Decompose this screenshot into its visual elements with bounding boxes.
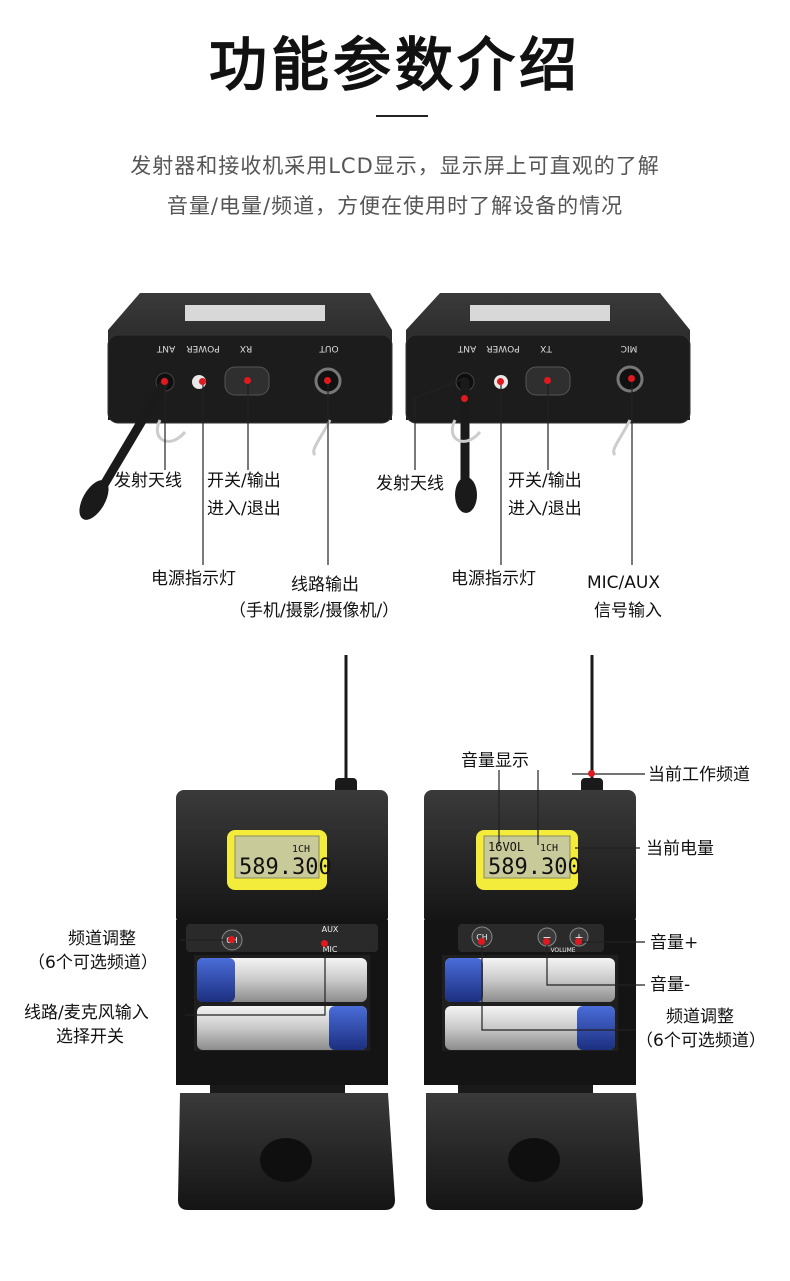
rx-switch-callout-1: 开关/输出	[207, 471, 281, 491]
rx-input-select-callout-1: 线路/麦克风输入	[24, 1003, 149, 1023]
rx-lcd-channel: 1CH	[292, 844, 310, 855]
rx-lcd-frequency: 589.300	[239, 855, 332, 880]
rx-antenna-callout: 发射天线	[114, 471, 182, 491]
tx-switch-callout-2: 进入/退出	[508, 499, 582, 519]
lcd-readouts: 1CH 589.300 16VOL 1CH 589.300	[239, 840, 581, 880]
marker-dot	[497, 378, 504, 385]
rx-mode-label: RX	[240, 343, 252, 353]
rx-input-select-callout-2: 选择开关	[56, 1027, 124, 1047]
tx-mode-label: TX	[540, 343, 553, 353]
tx-current-battery-callout: 当前电量	[646, 839, 714, 859]
tx-volume-down-callout: 音量-	[650, 975, 691, 995]
tx-lcd-frequency: 589.300	[488, 855, 581, 880]
tx-antenna-callout: 发射天线	[376, 474, 444, 494]
rx-power-led-callout: 电源指示灯	[151, 569, 236, 589]
rx-channel-adjust-callout-2: （6个可选频道）	[28, 953, 158, 973]
tx-lcd-volume: 16VOL	[488, 840, 524, 854]
rx-power-label: POWER	[186, 343, 219, 353]
marker-dot	[321, 940, 328, 947]
marker-dot	[244, 377, 251, 384]
marker-dot	[228, 936, 235, 943]
rx-output-callout-2: （手机/摄影/摄像机/）	[229, 601, 400, 621]
tx-plus-label: +	[574, 931, 583, 944]
rx-switch-callout-2: 进入/退出	[207, 499, 281, 519]
tx-power-led-callout: 电源指示灯	[451, 569, 536, 589]
tx-channel-adjust-callout-2: （6个可选频道）	[636, 1031, 766, 1051]
tx-ant-label: ANT	[457, 343, 476, 353]
callout-lines	[164, 377, 645, 1031]
rx-aux-label: AUX	[322, 925, 339, 934]
receiver-open-device	[176, 655, 395, 1210]
marker-dot	[588, 770, 595, 777]
marker-dot	[478, 938, 485, 945]
rx-ant-label: ANT	[156, 343, 175, 353]
intro-line-2: 音量/电量/频道，方便在使用时了解设备的情况	[166, 194, 624, 218]
tx-current-channel-callout: 当前工作频道	[648, 765, 750, 785]
marker-dot	[324, 377, 331, 384]
tx-lcd-channel: 1CH	[540, 843, 558, 854]
transmitter-open-device	[424, 655, 643, 1210]
page-title: 功能参数介绍	[208, 31, 581, 99]
marker-dot	[461, 395, 468, 402]
marker-dot	[161, 378, 168, 385]
tx-input-callout-1: MIC/AUX	[587, 573, 660, 593]
tx-jack-label: MIC	[621, 343, 638, 353]
panel-labels: ANT POWER RX OUT ANT POWER TX MIC	[156, 343, 637, 353]
tx-volume-label: VOLUME	[550, 947, 575, 954]
marker-dot	[628, 375, 635, 382]
marker-dot	[543, 938, 550, 945]
intro-line-1: 发射器和接收机采用LCD显示，显示屏上可直观的了解	[130, 154, 660, 178]
marker-dot	[575, 938, 582, 945]
marker-dot	[544, 377, 551, 384]
rx-output-callout-1: 线路输出	[291, 575, 359, 595]
rx-mic-label: MIC	[323, 945, 338, 954]
tx-power-label: POWER	[486, 343, 519, 353]
tx-channel-adjust-callout-1: 频道调整	[666, 1007, 734, 1027]
tx-volume-display-callout: 音量显示	[461, 751, 529, 771]
tx-switch-callout-1: 开关/输出	[508, 471, 582, 491]
tx-ch-button-label: CH	[476, 933, 488, 942]
tx-minus-label: −	[542, 931, 551, 944]
rx-channel-adjust-callout-1: 频道调整	[68, 929, 136, 949]
tx-input-callout-2: 信号输入	[594, 601, 662, 621]
rx-jack-label: OUT	[319, 343, 339, 353]
tx-volume-up-callout: 音量+	[650, 933, 699, 953]
title-divider	[376, 115, 428, 117]
marker-dot	[199, 378, 206, 385]
